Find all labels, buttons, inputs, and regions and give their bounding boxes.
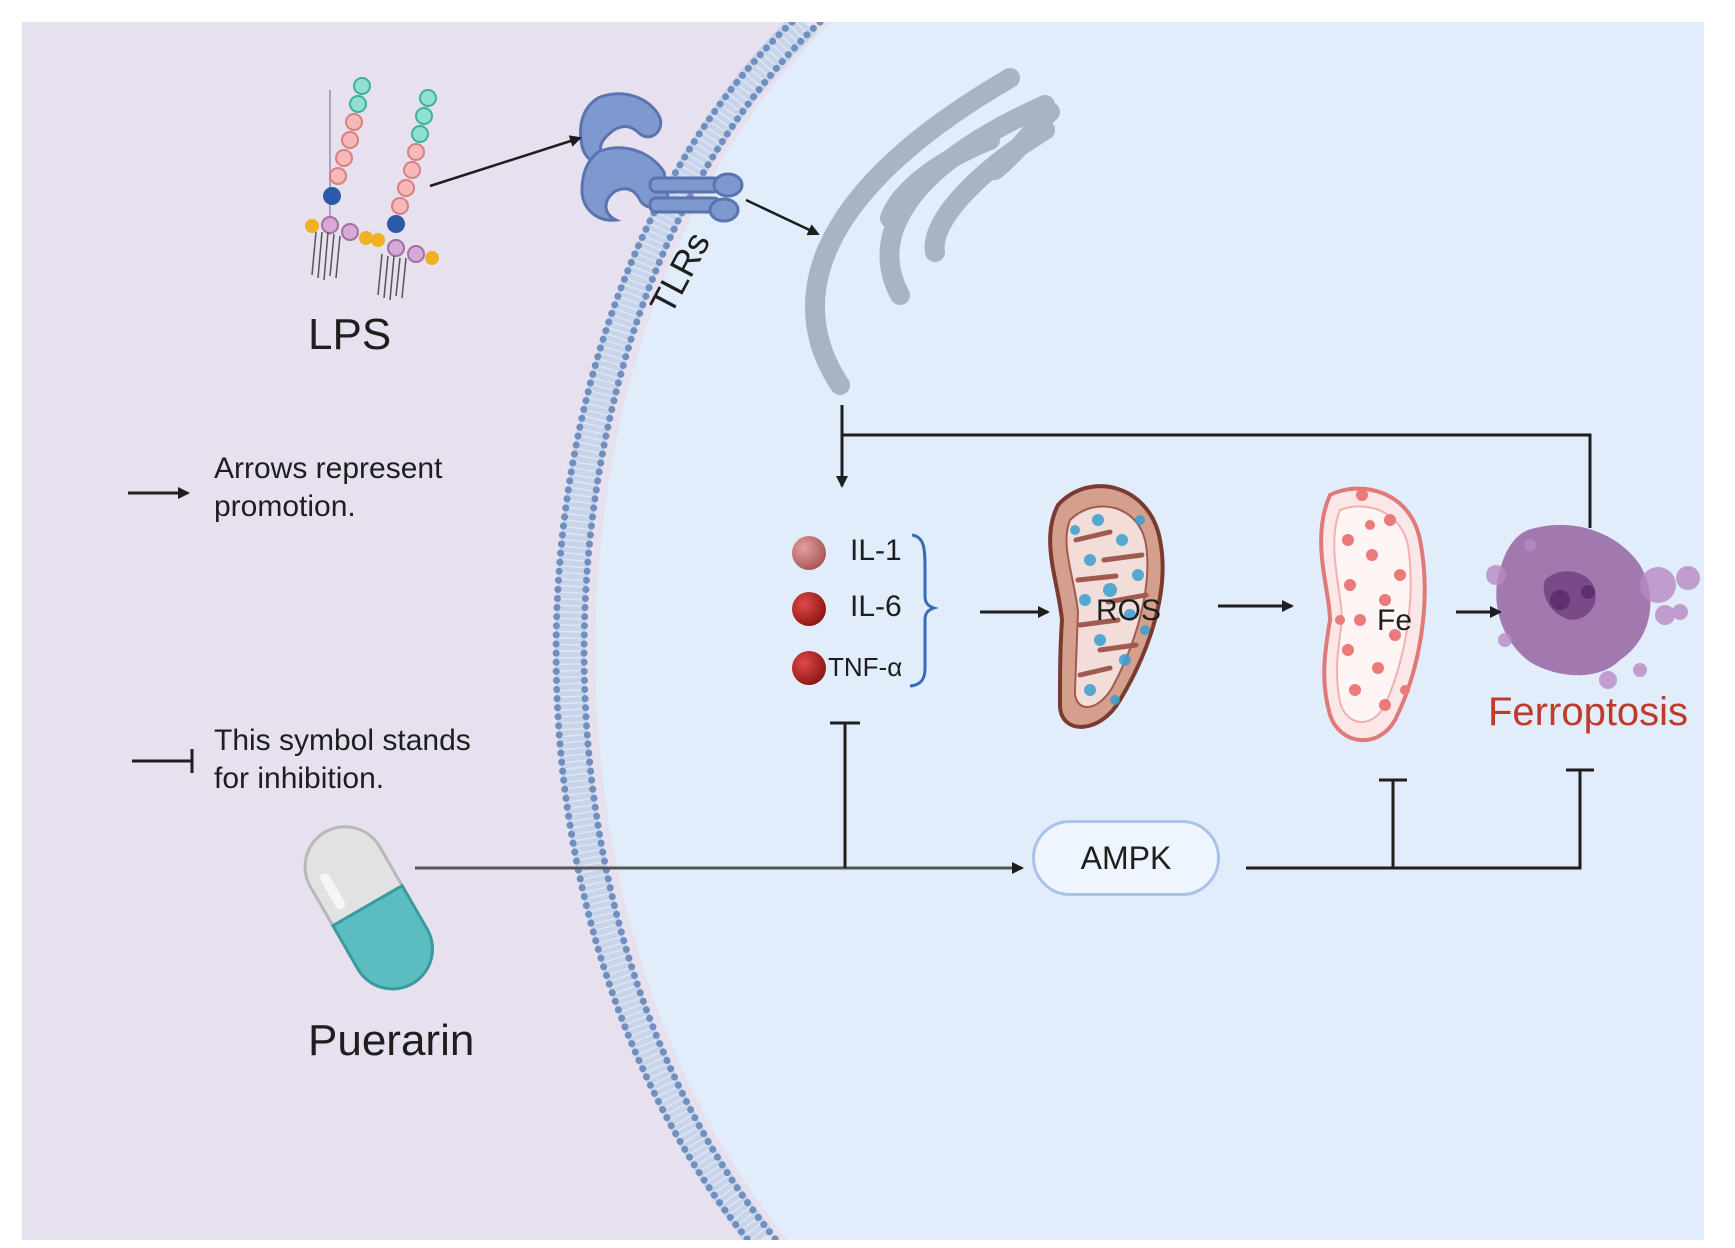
tnf-icon [792, 651, 826, 685]
ampk-node: AMPK [1032, 820, 1220, 896]
il6-label: IL-6 [850, 590, 902, 623]
ampk-label: AMPK [1080, 839, 1172, 876]
il1-label: IL-1 [850, 534, 902, 567]
cytokine-brace [909, 533, 939, 688]
promotion-arrows-upper [429, 135, 820, 236]
cell-membrane [552, 22, 824, 1240]
tlr-receptor-icon [579, 92, 744, 223]
puerarin-capsule-icon [303, 825, 434, 991]
cytokines [792, 533, 939, 688]
arrow-lps-to-tlr [429, 135, 582, 188]
feedback-arrow [836, 405, 1592, 528]
arrow-tlr-to-er [745, 198, 820, 236]
fe-label: Fe [1377, 604, 1413, 637]
ros-label: ROS [1096, 594, 1162, 627]
mitochondrion-iron-icon [1319, 486, 1427, 743]
legend-inhibition-text: This symbol stands for inhibition. [214, 724, 471, 795]
il1-icon [792, 536, 826, 570]
ferroptotic-cell-icon [1486, 524, 1700, 689]
legend-symbols [128, 487, 194, 773]
il6-icon [792, 592, 826, 626]
puerarin-label: Puerarin [308, 1016, 475, 1065]
lps-chain-left [305, 77, 373, 281]
lps-molecule-icon [305, 77, 439, 301]
lps-chain-right [371, 89, 439, 301]
bottom-pathway [415, 721, 1594, 874]
legend-promotion-text: Arrows represent promotion. [214, 452, 443, 523]
endoplasmic-reticulum-icon [805, 68, 1060, 395]
ferroptosis-label: Ferroptosis [1488, 690, 1689, 734]
tnf-label: TNF-α [828, 652, 903, 682]
promotion-arrows-middle [980, 600, 1502, 618]
ampk-output [1246, 770, 1582, 870]
mitochondrion-ros-icon [1048, 484, 1165, 729]
lps-label: LPS [308, 310, 392, 359]
